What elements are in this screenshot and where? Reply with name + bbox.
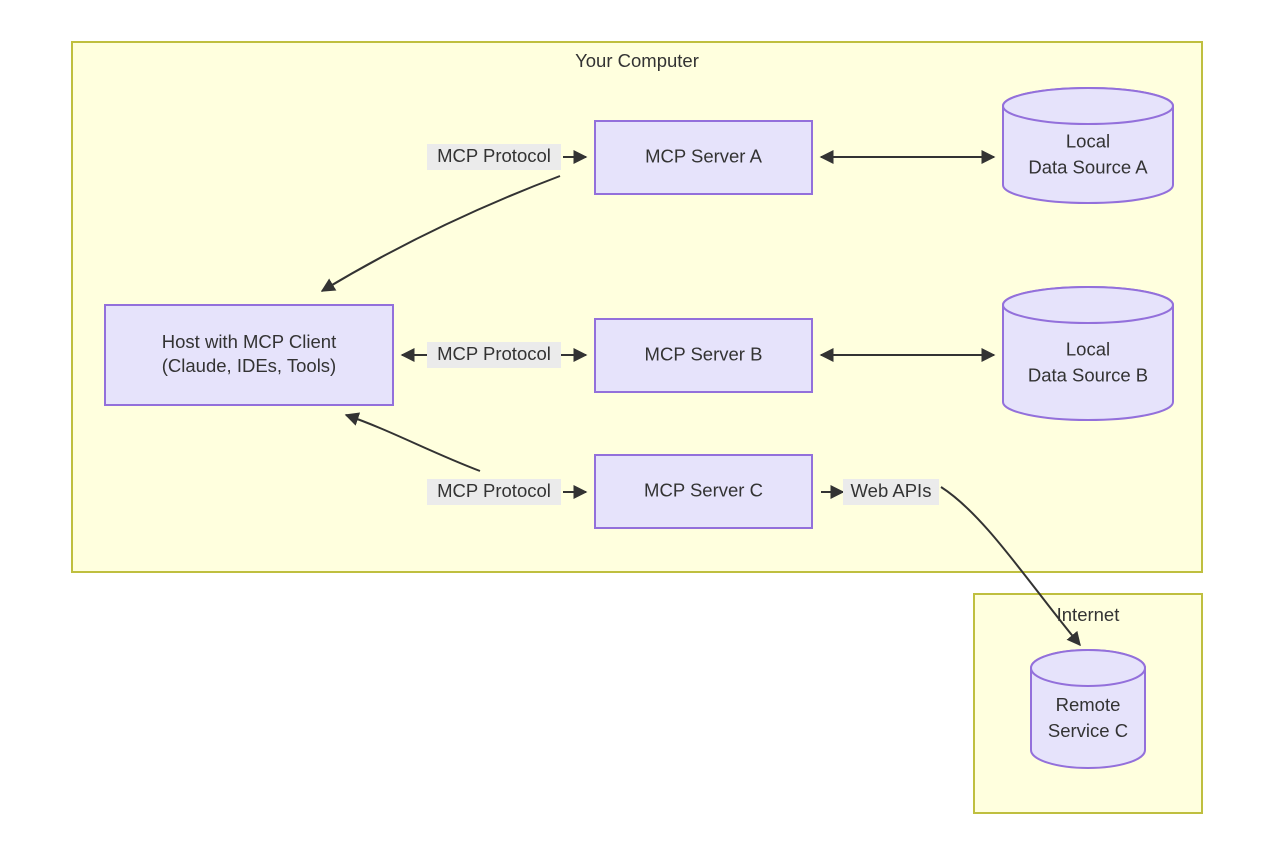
edge-label-mcp-protocol-a: MCP Protocol (427, 144, 561, 170)
remote-service-c-cylinder-top (1030, 649, 1146, 687)
web-apis-label: Web APIs (851, 480, 932, 501)
internet-label: Internet (1057, 604, 1120, 625)
mcp-server-c-box[interactable] (594, 454, 813, 529)
edge-label-mcp-protocol-c: MCP Protocol (427, 479, 561, 505)
edge-label-web-apis: Web APIs (843, 479, 939, 505)
node-local-data-source-b[interactable]: Local Data Source B (1002, 286, 1174, 421)
node-remote-service-c[interactable]: Remote Service C (1030, 649, 1146, 769)
node-mcp-server-b[interactable]: MCP Server B (594, 318, 813, 393)
mcp-server-c-label: MCP Server C (644, 479, 763, 500)
data-source-b-label-line-1: Local (1066, 338, 1110, 359)
group-internet: Internet (973, 593, 1203, 814)
data-source-a-label-line-1: Local (1066, 130, 1110, 151)
host-box[interactable] (104, 304, 394, 406)
mcp-server-b-box[interactable] (594, 318, 813, 393)
edge-server-c-to-host (344, 412, 481, 472)
node-host-with-mcp-client[interactable]: Host with MCP Client (Claude, IDEs, Tool… (104, 304, 394, 406)
mcp-protocol-c-label-bg (427, 479, 561, 505)
your-computer-label: Your Computer (575, 50, 699, 71)
edges-layer (320, 150, 1081, 647)
node-mcp-server-c[interactable]: MCP Server C (594, 454, 813, 529)
mcp-protocol-c-label: MCP Protocol (437, 480, 551, 501)
data-source-b-cylinder-top (1002, 286, 1174, 324)
internet-boundary (973, 593, 1203, 814)
data-source-b-label-line-2: Data Source B (1028, 364, 1148, 385)
web-apis-label-bg (843, 479, 939, 505)
data-source-a-cylinder-top (1002, 87, 1174, 125)
mcp-protocol-a-label: MCP Protocol (437, 145, 551, 166)
edge-web-apis-to-remote-service-c (940, 486, 1081, 647)
mcp-server-b-label: MCP Server B (645, 343, 763, 364)
nodes-layer: Host with MCP Client (Claude, IDEs, Tool… (104, 87, 1174, 769)
mcp-protocol-a-label-bg (427, 144, 561, 170)
mcp-server-a-label: MCP Server A (645, 145, 763, 166)
host-label-line-1: Host with MCP Client (162, 331, 336, 352)
edge-labels-layer: MCP Protocol MCP Protocol MCP Protocol W… (427, 144, 939, 505)
edge-server-a-to-host (320, 175, 561, 292)
mcp-protocol-b-label: MCP Protocol (437, 343, 551, 364)
remote-service-c-label-line-2: Service C (1048, 720, 1128, 741)
edge-label-mcp-protocol-b: MCP Protocol (427, 342, 561, 368)
remote-service-c-label-line-1: Remote (1056, 694, 1121, 715)
node-mcp-server-a[interactable]: MCP Server A (594, 120, 813, 195)
node-local-data-source-a[interactable]: Local Data Source A (1002, 87, 1174, 204)
mcp-protocol-b-label-bg (427, 342, 561, 368)
host-label-line-2: (Claude, IDEs, Tools) (162, 355, 336, 376)
data-source-a-label-line-2: Data Source A (1028, 156, 1148, 177)
mcp-server-a-box[interactable] (594, 120, 813, 195)
